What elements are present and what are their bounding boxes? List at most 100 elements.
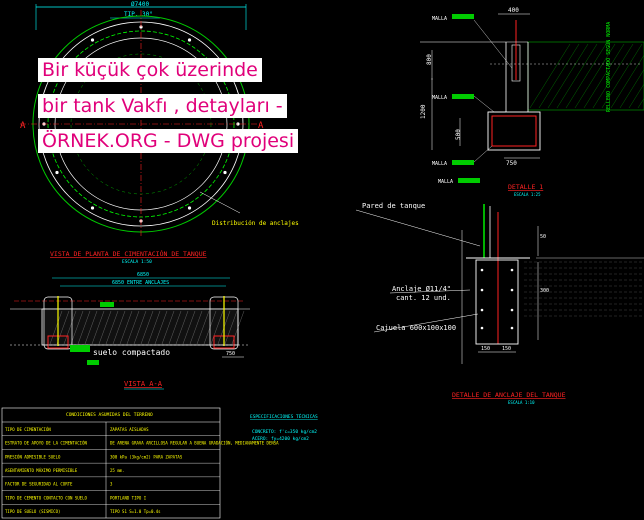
section-dim-right: 750 — [226, 351, 235, 357]
detail1-malla-3: MALLA — [432, 161, 447, 167]
soil-conditions-table: CONDICIONES ASUMIDAS DEL TERRENO TIPO DE… — [1, 407, 279, 519]
watermark-line-1: Bir küçük çok üzerinde — [38, 58, 262, 82]
hatch-line — [84, 310, 98, 345]
hatch-line — [583, 43, 625, 109]
detail1-dim-1200: 1200 — [420, 104, 427, 119]
hatch-line — [529, 43, 571, 109]
hatch-line — [619, 69, 644, 109]
table-cell-label: ESTRATO DE APOYO DE LA CIMENTACIÓN — [5, 441, 87, 446]
table-cell-value: ZAPATAS AISLADAS — [110, 427, 149, 432]
bolt-mark — [480, 268, 484, 272]
watermark-line-3: ÖRNEK.ORG - DWG projesi — [38, 129, 299, 153]
hatch-line — [119, 310, 133, 345]
detail1-malla-2: MALLA — [432, 95, 447, 101]
hatch-line — [63, 310, 77, 345]
table-cell-value: TIPO S1 S=1.0 Tp=0.4s — [110, 509, 161, 514]
hatch-line — [538, 43, 580, 109]
anchor-detail: Pared de tanque 50 300 Anclaje Ø11/4" ca… — [355, 202, 644, 405]
detail1-side-label: RELLENO COMPACTADO SEGÚN NORMA — [605, 22, 612, 112]
table-cell-label: PRESIÓN ADMISIBLE SUELO — [5, 454, 61, 459]
anchor-label-2: cant. 12 und. — [396, 294, 451, 302]
anchor-dim-150b: 150 — [502, 346, 511, 352]
anchor-cajuela: Cajuela 600x100x100 — [376, 324, 456, 332]
hatch-line — [91, 310, 105, 345]
hatch-line — [126, 310, 140, 345]
anchor-scale: ESCALA 1:10 — [508, 400, 535, 405]
hatch-line — [105, 310, 119, 345]
bolt-mark — [510, 326, 514, 330]
hatch-line — [189, 310, 203, 345]
table-cell-value: 3 — [110, 482, 113, 487]
hatch-line — [556, 43, 598, 109]
table-cell-value: 25 mm. — [110, 468, 124, 473]
anchor-bolt-marks — [480, 268, 514, 330]
table-cell-label: TIPO DE SUELO (SISMICO) — [5, 509, 60, 514]
bolt-mark — [510, 268, 514, 272]
anchor-soil-hatch — [524, 261, 644, 317]
anchor-bolt-dot — [90, 206, 95, 210]
detail-1: 400 MALLA MALLA MALLA MALLA 800 1200 500… — [420, 7, 644, 197]
hatch-line — [610, 54, 644, 109]
hatch-line — [98, 310, 112, 345]
hatch-line — [70, 310, 84, 345]
plan-title: VISTA DE PLANTA DE CIMENTACIÓN DE TANQUE — [50, 249, 207, 258]
table-cell-label: FACTOR DE SEGURIDAD AL CORTE — [5, 482, 73, 487]
detail1-scale: ESCALA 1:25 — [514, 192, 541, 197]
hatch-line — [574, 43, 616, 109]
hatch-line — [210, 310, 224, 345]
detail1-dim-800: 800 — [426, 54, 433, 65]
hatch-line — [168, 310, 182, 345]
hatch-line — [140, 310, 154, 345]
section-dim-anchor: 6850 ENTRE ANCLAJES — [112, 280, 169, 286]
anchor-dim-300: 300 — [540, 288, 549, 294]
anchor-bolt-dot — [187, 38, 192, 42]
hatch-line — [77, 310, 91, 345]
hatch-line — [56, 310, 70, 345]
table-cell-value: 300 kPa (3kg/cm2) PARA ZAPATAS — [110, 454, 183, 459]
section-title: VISTA A-A — [124, 380, 163, 388]
hatch-line — [196, 310, 210, 345]
table-header: CONDICIONES ASUMIDAS DEL TERRENO — [66, 412, 153, 418]
hatch-line — [49, 310, 63, 345]
hatch-line — [147, 310, 161, 345]
plan-top-dim2: TIP. 30° — [124, 11, 153, 18]
detail1-malla-1: MALLA — [432, 16, 447, 22]
detail1-dim-750: 750 — [506, 160, 517, 167]
hatch-line — [628, 83, 644, 109]
hatch-line — [112, 310, 126, 345]
watermark-line-2: bir tank Vakfı , detayları - — [38, 94, 287, 118]
anchor-title: DETALLE DE ANCLAJE DEL TANQUE — [452, 391, 566, 399]
table-cell-value: PORTLAND TIPO I — [110, 495, 147, 500]
hatch-line — [547, 43, 589, 109]
bolt-mark — [480, 288, 484, 292]
hatch-line — [637, 98, 644, 109]
anchor-pared: Pared de tanque — [362, 202, 425, 210]
hatch-line — [565, 43, 607, 109]
hatch-line — [224, 310, 238, 345]
technical-specs: ESPECIFICACIONES TÉCNICAS CONCRETO: f'c=… — [250, 412, 318, 442]
anchor-dim-150a: 150 — [481, 346, 490, 352]
bolt-mark — [480, 326, 484, 330]
anchor-bolt-dot — [187, 206, 192, 210]
distribution-label: Distribución de anclajes — [212, 220, 299, 227]
table-cell-label: ASENTAMIENTO MÁXIMO PERMISIBLE — [5, 468, 78, 473]
soil-label: suelo compactado — [93, 348, 170, 357]
plan-top-dim: Ø7400 — [131, 1, 149, 8]
section-dim-total: 6850 — [137, 272, 149, 278]
hatch-line — [154, 310, 168, 345]
hatch-line — [161, 310, 175, 345]
hatch-line — [601, 43, 643, 109]
detail1-title: DETALLE 1 — [508, 183, 543, 191]
anchor-bolt-dot — [223, 170, 227, 175]
detail1-dim-500: 500 — [455, 129, 462, 140]
detail1-dim-400: 400 — [508, 7, 519, 14]
hatch-line — [175, 310, 189, 345]
bolt-mark — [480, 308, 484, 312]
specs-line1: CONCRETO: f'c=350 kg/cm2 — [252, 429, 317, 435]
specs-title: ESPECIFICACIONES TÉCNICAS — [250, 412, 318, 420]
table-cell-value: DE ARENA GRAVA ARCILLOSA REGULAR A BUENA… — [110, 441, 279, 446]
anchor-dim-50: 50 — [540, 234, 546, 240]
detail1-hatch — [529, 43, 644, 109]
